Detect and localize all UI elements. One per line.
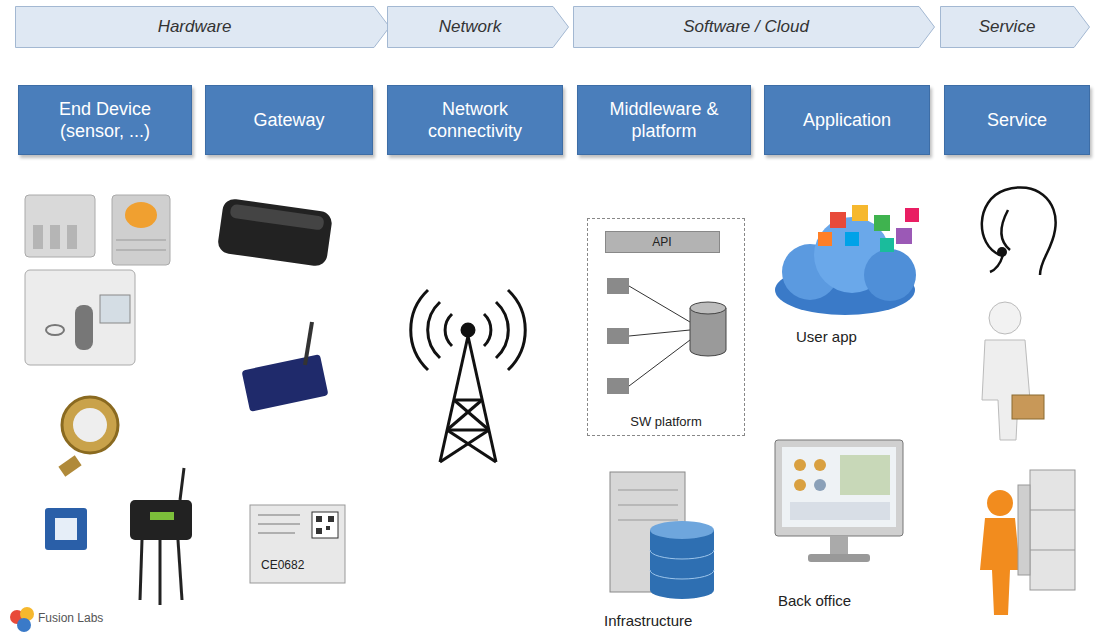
watermark: Fusion Labs xyxy=(38,611,103,625)
stage-box: Network connectivity xyxy=(387,85,563,155)
node-text: Service xyxy=(987,109,1047,132)
node-text: Network xyxy=(439,17,501,37)
platform-sketch xyxy=(607,278,726,394)
node-text: Software / Cloud xyxy=(683,17,809,37)
node-text: Middleware & platform xyxy=(586,98,742,143)
figure-label: Infrastructure xyxy=(604,612,692,629)
node-text: SW platform xyxy=(630,414,702,429)
stage-box: Service xyxy=(944,85,1090,155)
gateway-devices xyxy=(217,198,334,412)
server-icon xyxy=(610,472,714,599)
antenna-tower xyxy=(411,290,526,462)
stage-box: Gateway xyxy=(205,85,373,155)
phase-band: Software / Cloud xyxy=(573,6,935,48)
node-text: Hardware xyxy=(158,17,232,37)
node-text: Network connectivity xyxy=(396,98,554,143)
node-text: Service xyxy=(979,17,1036,37)
phase-band: Network xyxy=(387,6,569,48)
node-text: Gateway xyxy=(253,109,324,132)
stage-box: Middleware & platform xyxy=(577,85,751,155)
node-text: Application xyxy=(803,109,891,132)
stage-box: End Device (sensor, ...) xyxy=(18,85,192,155)
service-people xyxy=(980,187,1075,615)
node-text: API xyxy=(652,235,671,249)
phase-band: Service xyxy=(940,6,1090,48)
platform-frame: SW platform API xyxy=(587,218,745,436)
figure-label: User app xyxy=(796,328,857,345)
api-box: API xyxy=(605,231,720,253)
cloud-icon xyxy=(775,205,919,315)
node-text: End Device (sensor, ...) xyxy=(27,98,183,143)
stage-box: Application xyxy=(764,85,930,155)
figure-label: Back office xyxy=(778,592,851,609)
logo-mark xyxy=(10,607,34,632)
marking-text: CE0682 xyxy=(261,558,304,572)
sensor-devices xyxy=(25,195,345,605)
monitor-icon xyxy=(775,440,903,562)
phase-band: Hardware xyxy=(15,6,390,48)
